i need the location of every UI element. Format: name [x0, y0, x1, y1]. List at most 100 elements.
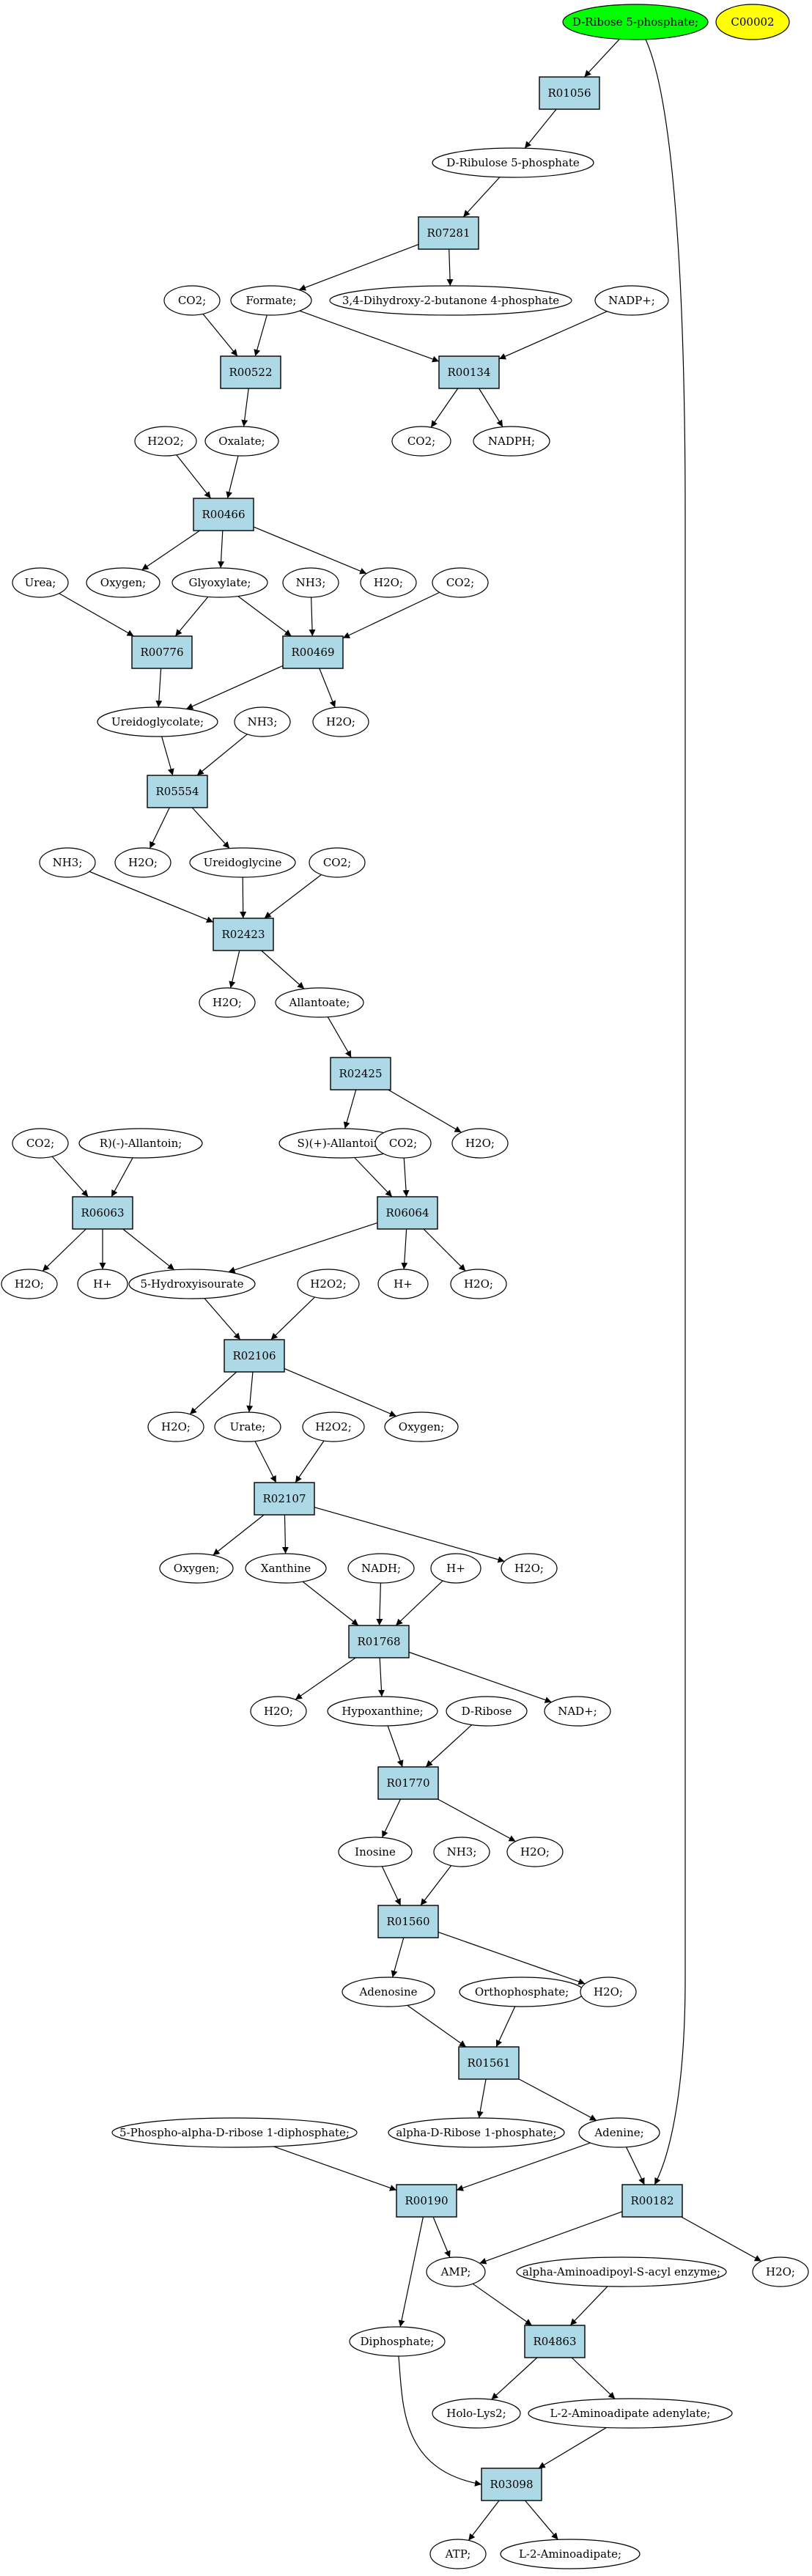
compound-node-h2o_d: H2O; [199, 987, 256, 1018]
reaction-node-r00469: R00469 [282, 635, 344, 669]
compound-node-urea: Urea; [12, 567, 69, 598]
edge-nh3_a-to-R00469 [309, 597, 316, 637]
edge-R07281-to-formate [298, 244, 419, 291]
compound-node-co2_f: CO2; [374, 1128, 432, 1159]
edge-inosine-to-R01560 [381, 1866, 402, 1906]
node-label: NH3; [248, 715, 278, 728]
compound-ellipse [214, 1411, 281, 1442]
node-label: Xanthine [261, 1562, 311, 1575]
node-label: Oxygen; [100, 576, 146, 589]
edge-R01560-to-h2o_l [438, 1931, 586, 1985]
reaction-box [330, 1057, 391, 1090]
reaction-box [377, 1766, 439, 1800]
edge-co2_d-to-R02423 [264, 874, 322, 919]
edge-R00522-to-oxalate [241, 388, 249, 427]
reaction-node-r02107: R02107 [254, 1482, 315, 1516]
edge-R02107-to-xanthine [281, 1514, 289, 1554]
reaction-node-r00134: R00134 [438, 355, 500, 389]
node-label: H2O; [594, 1985, 623, 1999]
compound-node-hypoxanthine: Hypoxanthine; [327, 1696, 438, 1727]
node-label: R01770 [386, 1776, 429, 1790]
node-label: R05554 [155, 785, 199, 798]
edge-R06064-to-h2o_g [423, 1228, 466, 1272]
reaction-node-r01056: R01056 [539, 76, 600, 110]
compound-node-co2_e: CO2; [12, 1128, 69, 1159]
edge-nadh-to-R01768 [376, 1582, 383, 1626]
compound-node-h2o_h: H2O; [147, 1411, 204, 1442]
node-label: H+ [93, 1277, 112, 1291]
node-label: Oxalate; [218, 435, 265, 448]
node-label: D-Ribose 5-phosphate; [572, 15, 698, 29]
compound-node-hololys2: Holo-Lys2; [432, 2398, 521, 2429]
edge-R02107-to-h2o_i [314, 1507, 505, 1563]
edge-l2aa_adenylate-to-R03098 [538, 2426, 607, 2469]
edge-hydroxyisourate-to-R02106 [204, 1298, 241, 1340]
edge-R06064-to-h_b [401, 1228, 408, 1270]
node-label: R00469 [291, 646, 334, 659]
edge-glyoxylate-to-R00469 [237, 596, 292, 637]
compound-node-prpp: 5-Phospho-alpha-D-ribose 1-diphosphate; [111, 2117, 358, 2148]
node-label: Oxygen; [174, 1562, 219, 1575]
node-label: H2O; [213, 996, 242, 1009]
node-label: AMP; [440, 2265, 471, 2278]
edge-co2_e-to-R06063 [51, 1156, 89, 1197]
compound-ellipse [275, 987, 364, 1018]
edge-R02106-to-h2o_h [189, 1371, 237, 1415]
edge-ribose5p-to-R00182 [645, 39, 686, 2185]
compound-node-co2_c: CO2; [432, 567, 489, 598]
node-label: R00466 [202, 508, 245, 521]
reaction-box [418, 216, 479, 250]
node-label: NAD+; [558, 1705, 597, 1718]
compound-node-d_ribose: D-Ribose [446, 1696, 528, 1727]
node-label: Ureidoglycine [204, 856, 282, 869]
node-label: R07281 [427, 226, 470, 240]
reaction-box [481, 2468, 542, 2501]
compound-ellipse [562, 4, 709, 40]
node-label: Adenosine [358, 1985, 417, 1999]
node-label: H2O; [326, 715, 355, 728]
node-label: R06063 [81, 1206, 124, 1219]
node-label: L-2-Aminoadipate; [519, 2547, 621, 2561]
edge-co2_a-to-R00522 [202, 313, 238, 357]
node-label: R01056 [547, 86, 591, 100]
edge-R01770-to-h2o_k [438, 1798, 516, 1842]
compound-node-aaase: alpha-Aminoadipoyl-S-acyl enzyme; [516, 2256, 727, 2287]
compound-ellipse [77, 1269, 128, 1299]
reaction-node-r00522: R00522 [220, 355, 281, 389]
compound-ellipse [388, 2117, 565, 2148]
node-label: S)(+)-Allantoin; [297, 1137, 384, 1150]
node-label: H2O; [514, 1562, 544, 1575]
edge-formate-to-R00134 [299, 310, 440, 363]
node-label: NADPH; [488, 435, 535, 448]
edge-ribose5p-to-R01056 [583, 39, 620, 78]
edge-orthophosphate-to-R01561 [495, 2006, 516, 2048]
node-label: alpha-D-Ribose 1-phosphate; [396, 2126, 556, 2139]
compound-node-ribulose5p: D-Ribulose 5-phosphate [432, 147, 594, 178]
node-label: D-Ribose [462, 1705, 512, 1718]
edge-glyoxylate-to-R00776 [174, 596, 209, 637]
edge-aaase-to-R04863 [569, 2286, 608, 2326]
compound-node-c00002: C00002 [715, 4, 790, 40]
compound-node-h_b: H+ [377, 1269, 429, 1299]
edge-R00466-to-oxygen_a [141, 530, 200, 571]
edge-R01768-to-hypoxanthine [377, 1657, 385, 1697]
compound-node-l2aa_adenylate: L-2-Aminoadipate adenylate; [528, 2398, 733, 2429]
node-label: H2O2; [147, 435, 184, 448]
compound-ellipse [230, 285, 312, 316]
reaction-box [348, 1625, 410, 1658]
node-label: CO2; [389, 1137, 417, 1150]
compound-node-inosine: Inosine [338, 1837, 413, 1867]
node-label: Adenine; [594, 2126, 643, 2139]
node-label: H2O; [128, 856, 158, 869]
edge-h_c-to-R01768 [395, 1580, 443, 1626]
edge-h2o2_c-to-R02107 [295, 1440, 325, 1483]
compound-node-diphosphate: Diphosphate; [349, 2326, 446, 2357]
edge-formate-to-R00522 [254, 314, 267, 357]
edge-R04863-to-hololys2 [491, 2357, 538, 2400]
edge-R06064-to-hydroxyisourate [228, 1222, 378, 1274]
node-label: CO2; [178, 294, 206, 307]
edge-R01561-to-ribose1p [476, 2078, 487, 2119]
compound-node-co2_d: CO2; [309, 847, 366, 878]
edge-R01768-to-h2o_j [295, 1657, 356, 1700]
reaction-node-r01560: R01560 [377, 1905, 439, 1938]
